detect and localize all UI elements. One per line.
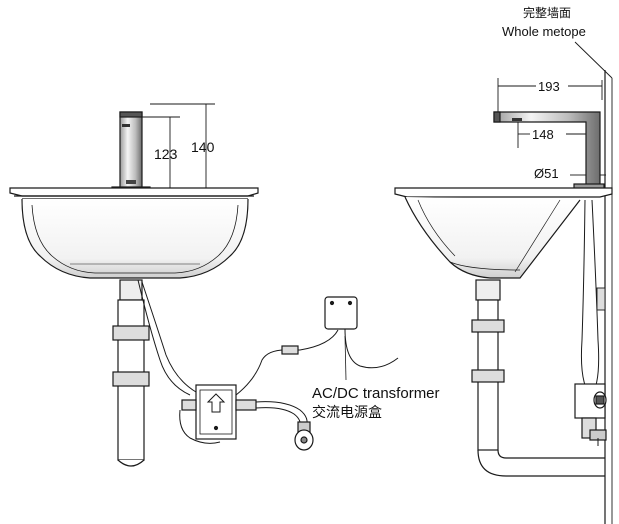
wall-label-cn: 完整墙面 [523,6,572,20]
dimension-148: 148 [532,127,554,142]
front-faucet [111,111,151,192]
dimension-123: 123 [154,146,178,162]
side-hose-a [580,199,586,386]
side-basin-bowl [404,196,581,279]
side-solenoid [574,383,607,446]
dimension-140: 140 [191,139,215,155]
transformer-box [324,296,358,330]
side-faucet [493,111,605,190]
dimension-51: Ø51 [534,166,559,181]
transformer-cable [235,329,339,396]
solenoid-box [181,384,257,440]
front-hose-a [137,279,191,396]
side-dim-148 [517,122,586,148]
side-waste-pipe [471,279,605,477]
front-basin-rim [9,187,259,197]
transformer-label-en: AC/DC transformer [312,385,440,402]
front-hose-b [141,281,197,393]
side-hose-b [591,199,600,386]
side-basin-rim [394,187,613,198]
front-basin-bowl [21,198,249,279]
wall-label-en: Whole metope [502,24,586,39]
dimension-193: 193 [538,79,560,94]
front-view [9,103,399,467]
side-view [394,41,613,524]
mains-cable [344,328,399,369]
side-dim-193 [497,78,603,112]
transformer-label-cn: 交流电源盒 [312,405,382,421]
inlet-valve [294,421,314,451]
front-waste-pipe [112,279,150,467]
